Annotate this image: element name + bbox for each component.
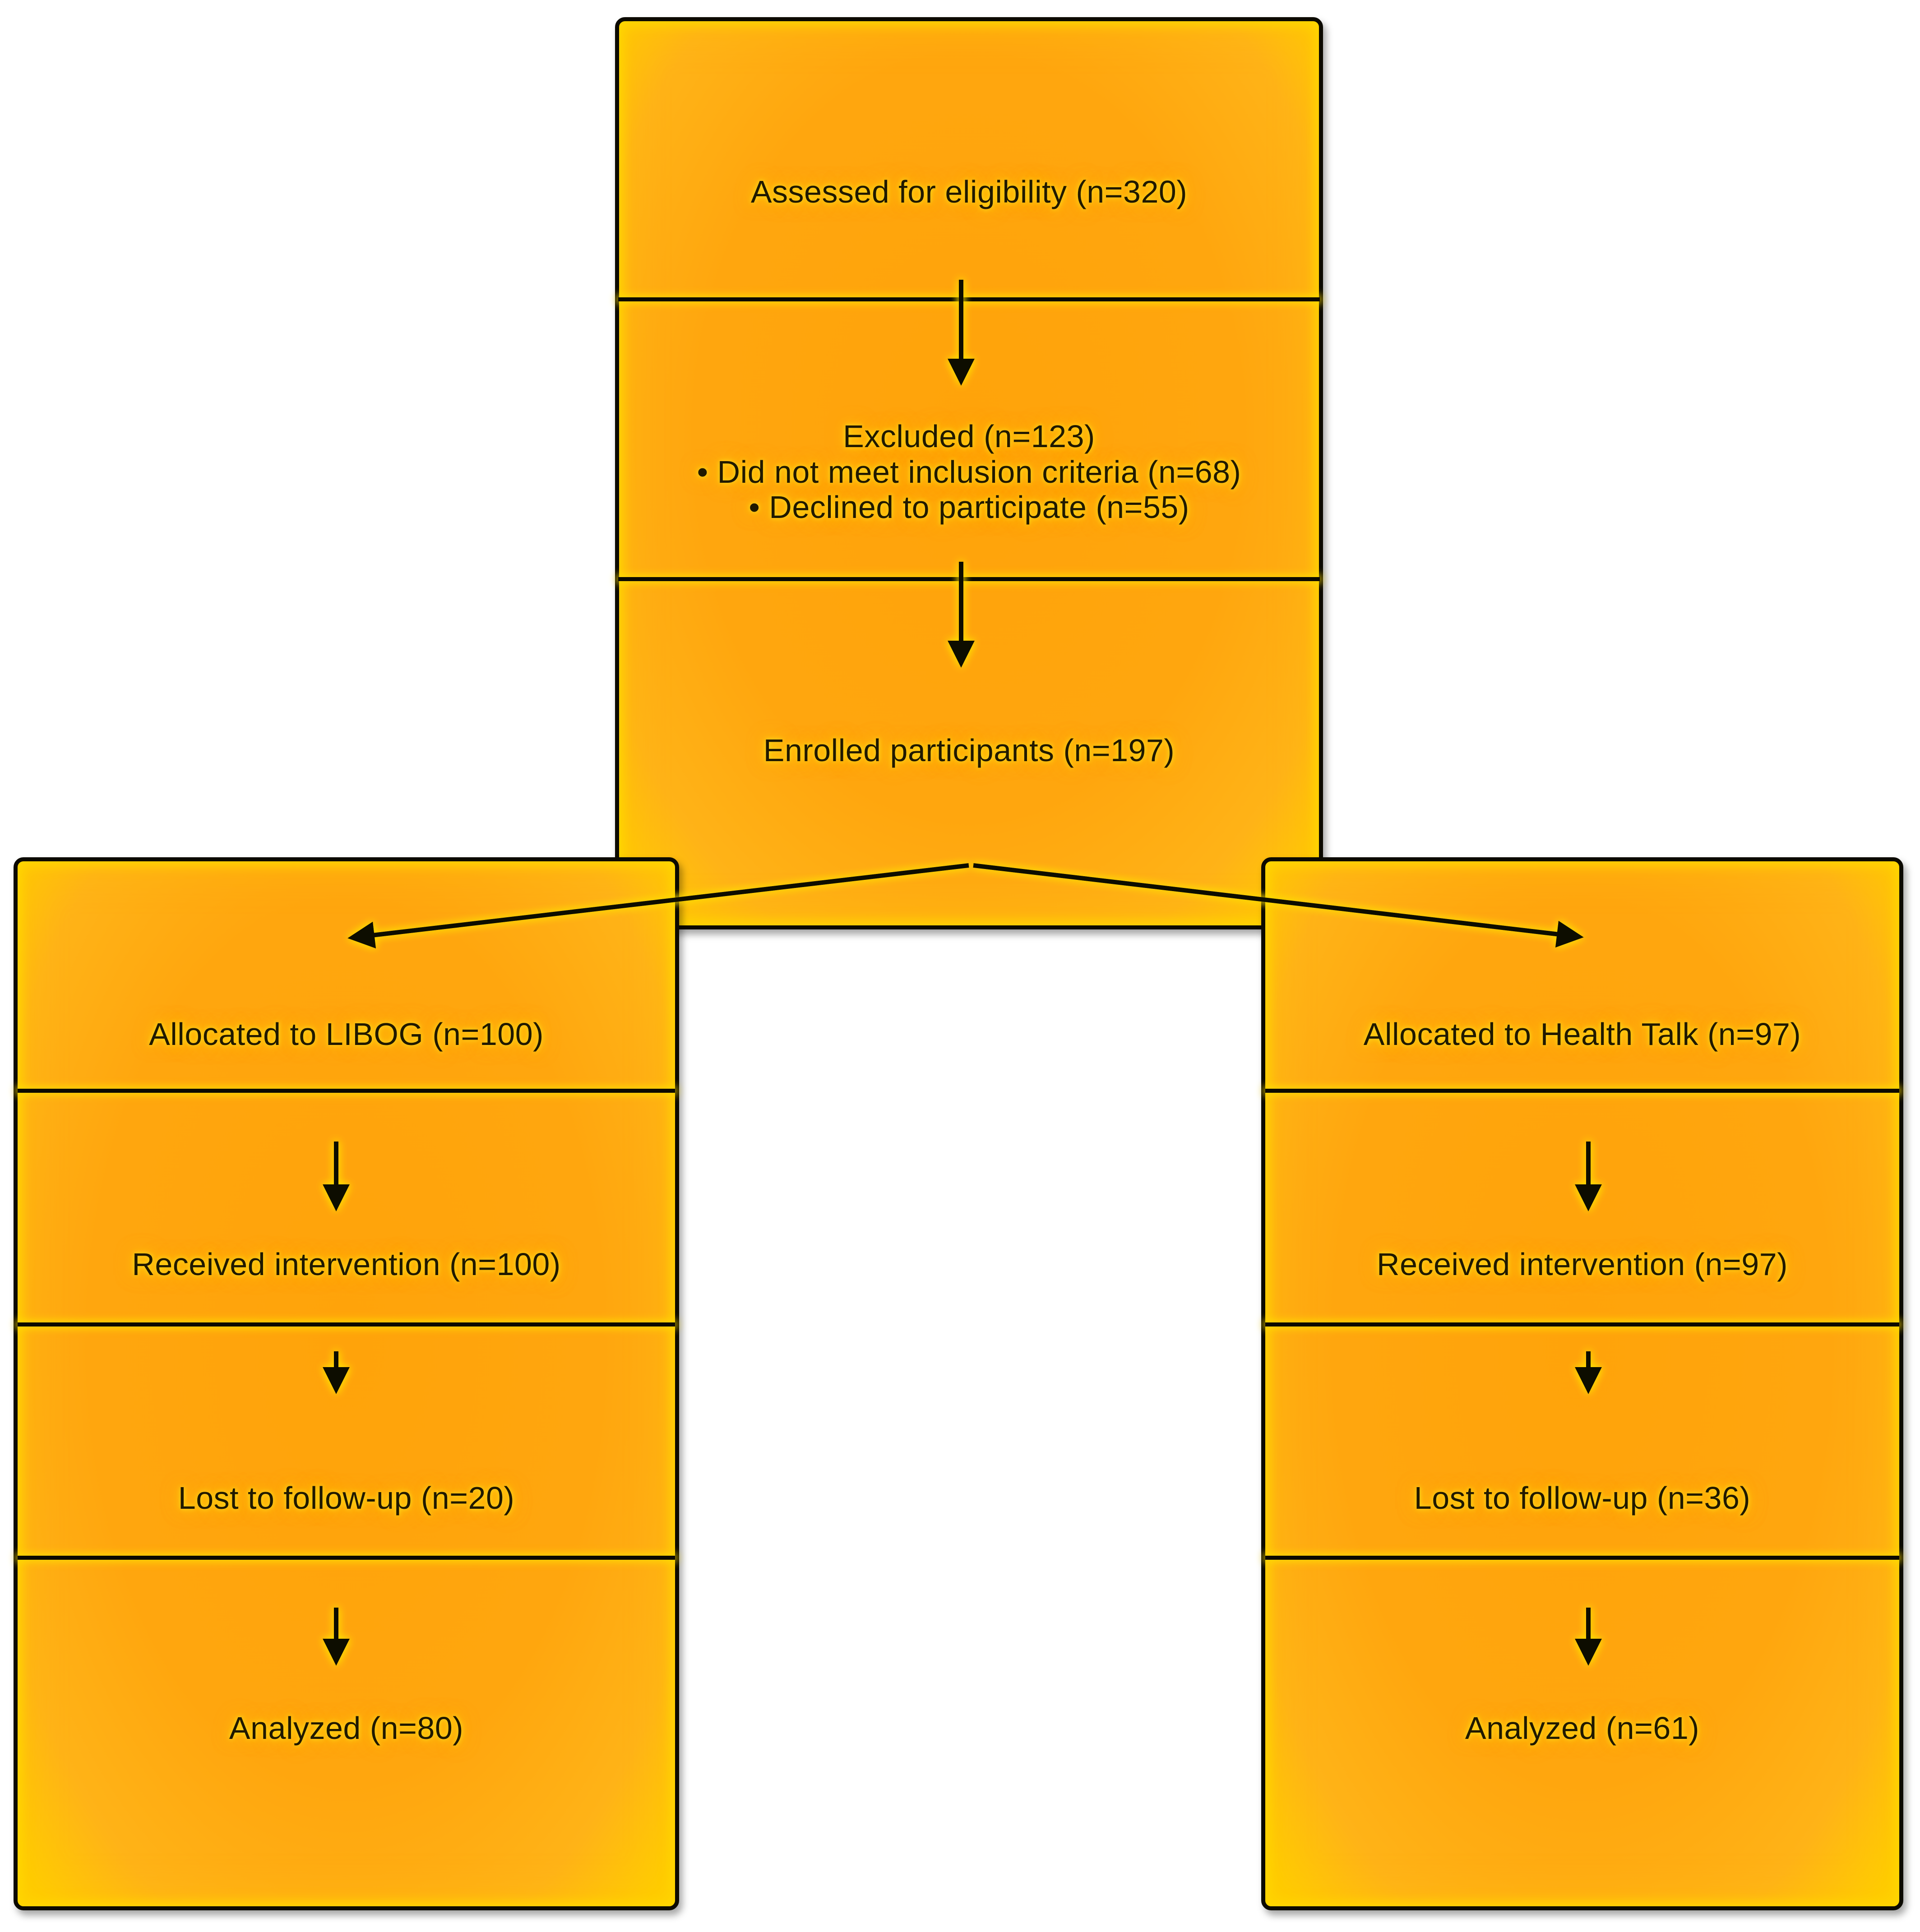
excluded-reason-2: • Declined to participate (n=55) [749, 490, 1189, 525]
libog-lost-label: Lost to follow-up (n=20) [178, 1480, 515, 1516]
libog-divider-1 [18, 1089, 675, 1093]
health-talk-lost-label: Lost to follow-up (n=36) [1414, 1480, 1751, 1516]
excluded-label: Excluded (n=123) [843, 419, 1095, 454]
health-talk-divider-3 [1265, 1556, 1899, 1560]
health-talk-divider-2 [1265, 1322, 1899, 1327]
libog-divider-2 [18, 1322, 675, 1327]
enrollment-divider-1 [618, 297, 1320, 301]
health-talk-column-box [1261, 857, 1903, 1910]
libog-divider-3 [18, 1556, 675, 1560]
excluded-reason-1: • Did not meet inclusion criteria (n=68) [697, 454, 1241, 490]
health-talk-analyzed-label: Analyzed (n=61) [1465, 1710, 1700, 1746]
health-talk-received-label: Received intervention (n=97) [1377, 1247, 1788, 1282]
libog-received-label: Received intervention (n=100) [132, 1247, 561, 1282]
enrollment-column-box [615, 17, 1323, 929]
libog-allocated-label: Allocated to LIBOG (n=100) [149, 1017, 544, 1052]
health-talk-divider-1 [1265, 1089, 1899, 1093]
libog-column-box [14, 857, 679, 1910]
libog-analyzed-label: Analyzed (n=80) [229, 1710, 464, 1746]
enrollment-divider-2 [618, 577, 1320, 581]
health-talk-allocated-label: Allocated to Health Talk (n=97) [1363, 1017, 1801, 1052]
assessed-label: Assessed for eligibility (n=320) [750, 174, 1188, 209]
enrolled-label: Enrolled participants (n=197) [763, 733, 1175, 768]
